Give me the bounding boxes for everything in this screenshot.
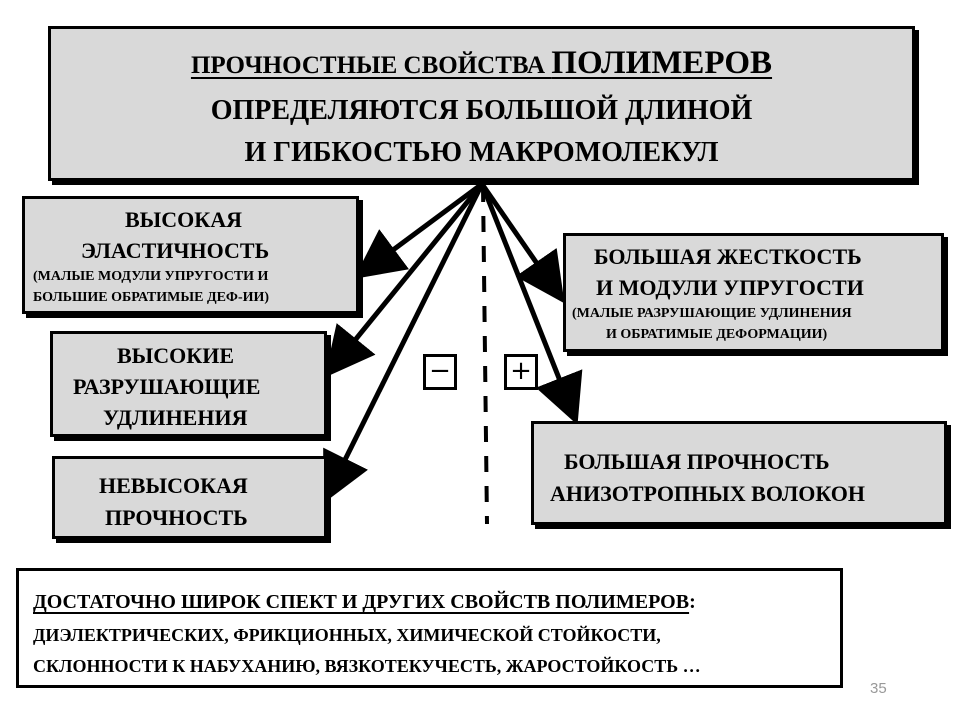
arrow-to-elasticity xyxy=(353,181,484,279)
title-line-3: И ГИБКОСТЬЮ МАКРОМОЛЕКУЛ xyxy=(244,137,719,168)
divider-dashed-line xyxy=(481,185,489,525)
minus-sign-box: − xyxy=(423,354,457,390)
arrow-to-stiffness xyxy=(479,182,565,304)
page-number: 35 xyxy=(870,680,887,697)
elongation-line-1: ВЫСОКИЕ xyxy=(117,343,235,368)
elasticity-box: ВЫСОКАЯ ЭЛАСТИЧНОСТЬ (МАЛЫЕ МОДУЛИ УПРУГ… xyxy=(22,196,359,314)
elasticity-line-3: (МАЛЫЕ МОДУЛИ УПРУГОСТИ И xyxy=(33,269,269,284)
other-properties-box: ДОСТАТОЧНО ШИРОК СПЕКТ И ДРУГИХ СВОЙСТВ … xyxy=(16,568,843,688)
low-strength-line-1: НЕВЫСОКАЯ xyxy=(99,473,248,498)
arrow-to-low-strength xyxy=(323,182,485,504)
stiffness-line-3: (МАЛЫЕ РАЗРУШАЮЩИЕ УДЛИНЕНИЯ xyxy=(572,306,852,321)
footer-line-1-underlined: ДОСТАТОЧНО ШИРОК СПЕКТ И ДРУГИХ СВОЙСТВ … xyxy=(33,591,690,613)
footer-line-1-tail: : xyxy=(689,591,696,613)
low-strength-line-2: ПРОЧНОСТЬ xyxy=(105,505,248,530)
arrow-to-elongation xyxy=(324,182,484,378)
title-box: ПРОЧНОСТНЫЕ СВОЙСТВА ПОЛИМЕРОВ ОПРЕДЕЛЯЮ… xyxy=(48,26,915,181)
elasticity-line-4: БОЛЬШИЕ ОБРАТИМЫЕ ДЕФ-ИИ) xyxy=(33,290,270,305)
stiffness-line-4: И ОБРАТИМЫЕ ДЕФОРМАЦИИ) xyxy=(606,327,828,342)
elasticity-line-2: ЭЛАСТИЧНОСТЬ xyxy=(81,238,270,263)
elongation-box: ВЫСОКИЕ РАЗРУШАЮЩИЕ УДЛИНЕНИЯ xyxy=(50,331,327,437)
title-line-2: ОПРЕДЕЛЯЮТСЯ БОЛЬШОЙ ДЛИНОЙ xyxy=(210,95,753,126)
elongation-line-3: УДЛИНЕНИЯ xyxy=(103,405,248,430)
anisotropic-strength-box: БОЛЬШАЯ ПРОЧНОСТЬ АНИЗОТРОПНЫХ ВОЛОКОН xyxy=(531,421,947,525)
title-line-1: ПРОЧНОСТНЫЕ СВОЙСТВА ПОЛИМЕРОВ xyxy=(51,45,912,82)
elasticity-line-1: ВЫСОКАЯ xyxy=(125,207,243,232)
footer-line-1: ДОСТАТОЧНО ШИРОК СПЕКТ И ДРУГИХ СВОЙСТВ … xyxy=(33,591,696,614)
title-part-2: ПОЛИМЕРОВ xyxy=(551,45,773,81)
arrow-to-anisotropic xyxy=(479,183,583,425)
anisotropic-line-2: АНИЗОТРОПНЫХ ВОЛОКОН xyxy=(550,481,865,506)
plus-sign-box: + xyxy=(504,354,538,390)
stiffness-line-1: БОЛЬШАЯ ЖЕСТКОСТЬ xyxy=(594,244,862,269)
footer-line-2: ДИЭЛЕКТРИЧЕСКИХ, ФРИКЦИОННЫХ, ХИМИЧЕСКОЙ… xyxy=(33,625,661,645)
stiffness-box: БОЛЬШАЯ ЖЕСТКОСТЬ И МОДУЛИ УПРУГОСТИ (МА… xyxy=(563,233,944,352)
elongation-line-2: РАЗРУШАЮЩИЕ xyxy=(73,374,261,399)
title-part-1: ПРОЧНОСТНЫЕ СВОЙСТВА xyxy=(190,52,552,79)
anisotropic-line-1: БОЛЬШАЯ ПРОЧНОСТЬ xyxy=(564,449,830,474)
footer-line-3: СКЛОННОСТИ К НАБУХАНИЮ, ВЯЗКОТЕКУЧЕСТЬ, … xyxy=(33,656,701,676)
stiffness-line-2: И МОДУЛИ УПРУГОСТИ xyxy=(596,275,864,300)
low-strength-box: НЕВЫСОКАЯ ПРОЧНОСТЬ xyxy=(52,456,327,539)
